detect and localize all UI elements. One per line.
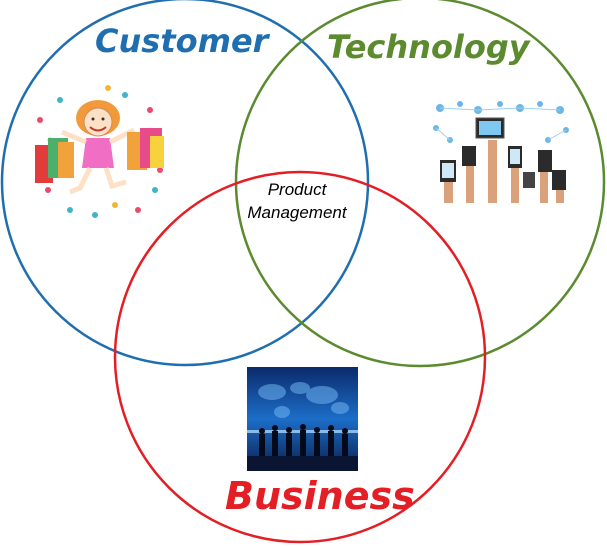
business-label: Business bbox=[225, 474, 415, 518]
customer-illustration bbox=[35, 85, 164, 218]
technology-label: Technology bbox=[327, 28, 530, 66]
customer-circle bbox=[0, 0, 370, 367]
center-label-line1: Product bbox=[267, 180, 327, 199]
business-circle bbox=[113, 170, 487, 544]
center-label-line2: Management bbox=[247, 203, 347, 222]
customer-label: Customer bbox=[95, 22, 269, 60]
product-management-label: Product Management bbox=[232, 178, 362, 224]
business-photo bbox=[247, 367, 358, 471]
technology-illustration bbox=[425, 98, 572, 203]
technology-circle bbox=[234, 0, 606, 368]
